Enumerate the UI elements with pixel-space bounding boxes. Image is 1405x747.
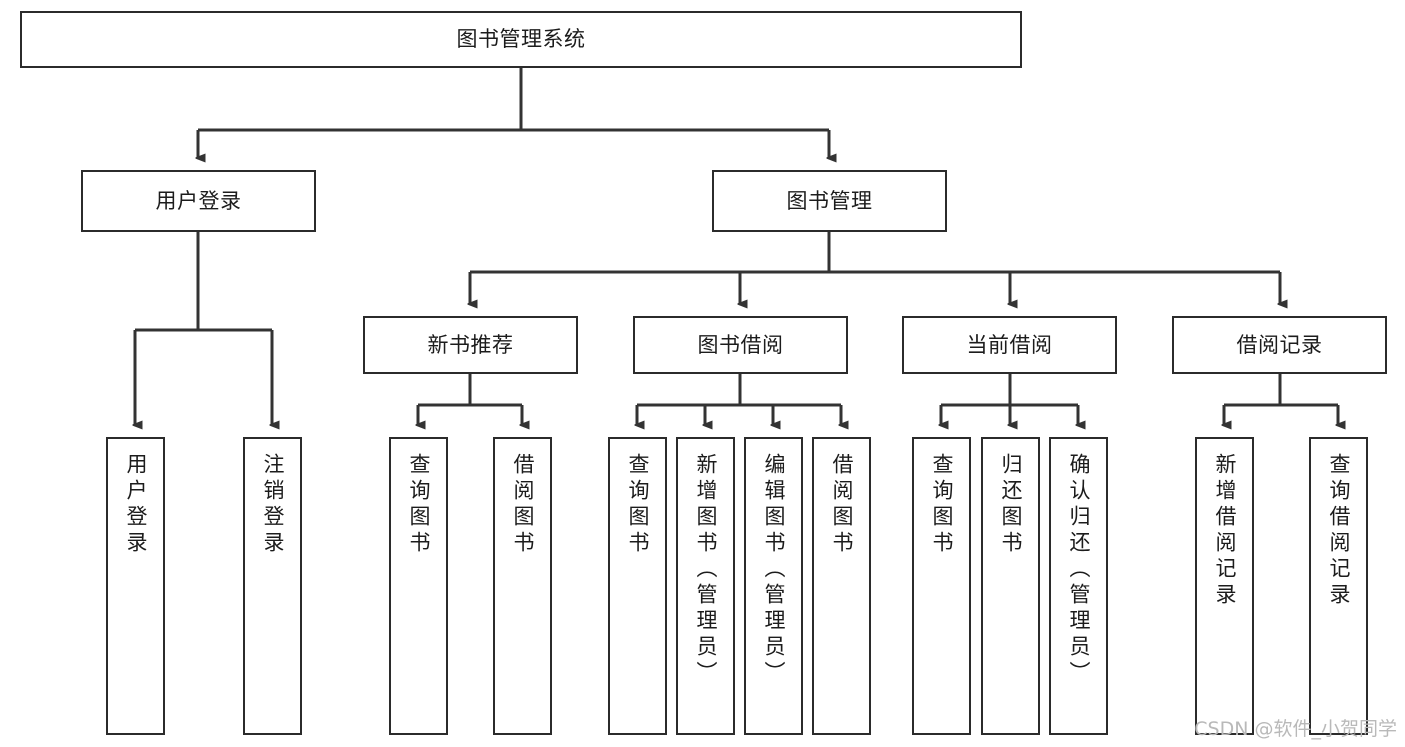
node-leaf-edit-book[interactable]: 编辑图书（管理员） <box>744 437 803 735</box>
node-leaf-logout-login-label: 注销登录 <box>261 453 285 557</box>
node-book-manage[interactable]: 图书管理 <box>712 170 947 232</box>
node-book-borrow-label: 图书借阅 <box>697 332 784 357</box>
node-leaf-query-book-2-label: 查询图书 <box>626 453 650 557</box>
node-leaf-query-book-1[interactable]: 查询图书 <box>389 437 448 735</box>
node-leaf-confirm-return-label: 确认归还（管理员） <box>1067 453 1091 687</box>
node-leaf-borrow-book-2-label: 借阅图书 <box>830 453 854 557</box>
node-leaf-borrow-book-2[interactable]: 借阅图书 <box>812 437 871 735</box>
node-leaf-borrow-book-1-label: 借阅图书 <box>511 453 535 557</box>
node-book-manage-label: 图书管理 <box>786 188 873 213</box>
node-current-borrow[interactable]: 当前借阅 <box>902 316 1117 374</box>
node-leaf-query-book-1-label: 查询图书 <box>407 453 431 557</box>
node-leaf-query-book-3[interactable]: 查询图书 <box>912 437 971 735</box>
node-leaf-add-record[interactable]: 新增借阅记录 <box>1195 437 1254 735</box>
node-leaf-query-record-label: 查询借阅记录 <box>1327 453 1351 609</box>
node-user-login[interactable]: 用户登录 <box>81 170 316 232</box>
node-leaf-borrow-book-1[interactable]: 借阅图书 <box>493 437 552 735</box>
node-leaf-add-record-label: 新增借阅记录 <box>1213 453 1237 609</box>
node-leaf-confirm-return[interactable]: 确认归还（管理员） <box>1049 437 1108 735</box>
node-user-login-label: 用户登录 <box>155 188 242 213</box>
node-leaf-query-record[interactable]: 查询借阅记录 <box>1309 437 1368 735</box>
node-root[interactable]: 图书管理系统 <box>20 11 1022 68</box>
node-leaf-logout-login[interactable]: 注销登录 <box>243 437 302 735</box>
node-leaf-return-book[interactable]: 归还图书 <box>981 437 1040 735</box>
node-leaf-return-book-label: 归还图书 <box>999 453 1023 557</box>
node-book-borrow[interactable]: 图书借阅 <box>633 316 848 374</box>
node-root-label: 图书管理系统 <box>456 27 586 52</box>
node-leaf-add-book[interactable]: 新增图书（管理员） <box>676 437 735 735</box>
node-leaf-edit-book-label: 编辑图书（管理员） <box>762 453 786 687</box>
node-leaf-query-book-3-label: 查询图书 <box>930 453 954 557</box>
node-new-book-recommend-label: 新书推荐 <box>427 332 514 357</box>
node-borrow-record-label: 借阅记录 <box>1236 332 1323 357</box>
watermark: CSDN @软件_小贺同学 <box>1194 718 1397 740</box>
node-leaf-user-login[interactable]: 用户登录 <box>106 437 165 735</box>
node-borrow-record[interactable]: 借阅记录 <box>1172 316 1387 374</box>
node-leaf-user-login-label: 用户登录 <box>124 453 148 557</box>
node-leaf-query-book-2[interactable]: 查询图书 <box>608 437 667 735</box>
node-leaf-add-book-label: 新增图书（管理员） <box>694 453 718 687</box>
node-new-book-recommend[interactable]: 新书推荐 <box>363 316 578 374</box>
node-current-borrow-label: 当前借阅 <box>966 332 1053 357</box>
